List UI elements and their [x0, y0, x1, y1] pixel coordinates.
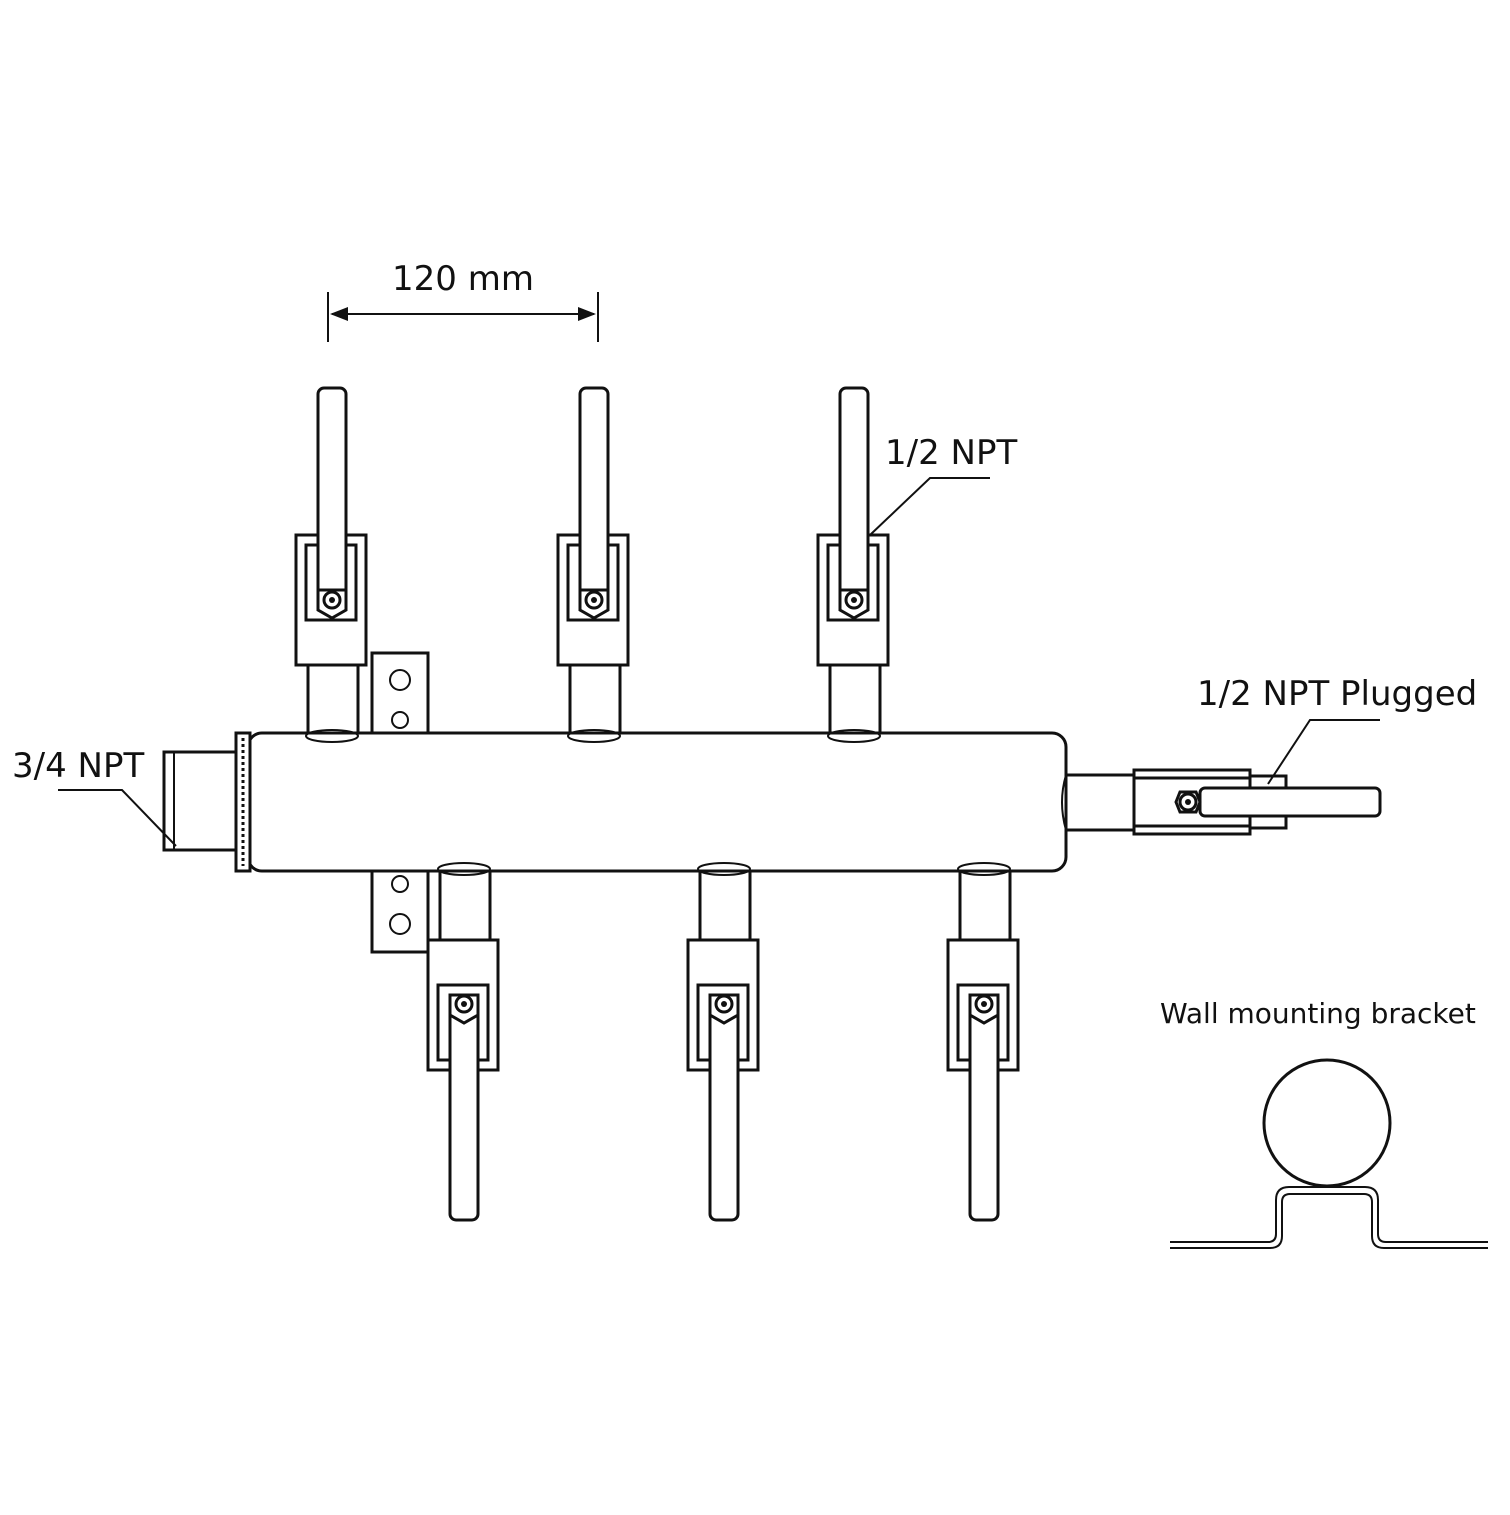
inlet-fitting: [162, 731, 252, 873]
bottom-outlets: [426, 866, 1020, 1222]
leader-inlet: [58, 789, 177, 847]
plugged-end: [1061, 768, 1382, 836]
leader-plugged: [1267, 719, 1380, 785]
bracket-detail: [1170, 1058, 1488, 1249]
plugged-label: 1/2 NPT Plugged: [1197, 674, 1477, 714]
dimension-120mm: 120 mm: [327, 259, 599, 342]
manifold-header: [246, 729, 1068, 876]
leader-outlet: [869, 477, 990, 536]
bracket-plate-top: [370, 651, 430, 735]
inlet-label: 3/4 NPT: [12, 746, 144, 786]
bracket-label: Wall mounting bracket: [1160, 997, 1476, 1030]
outlet-valve-bottom-2: [686, 866, 760, 1222]
outlet-valve-bottom-1: [426, 866, 500, 1222]
outlet-valve-top-1: [294, 386, 368, 738]
top-outlets: [294, 386, 890, 738]
outlet-label: 1/2 NPT: [885, 433, 1017, 473]
outlet-valve-bottom-3: [946, 866, 1020, 1222]
outlet-valve-top-3: [816, 386, 890, 738]
dimension-label: 120 mm: [392, 259, 534, 299]
outlet-valve-top-2: [556, 386, 630, 738]
bracket-plate-bottom: [370, 868, 430, 954]
